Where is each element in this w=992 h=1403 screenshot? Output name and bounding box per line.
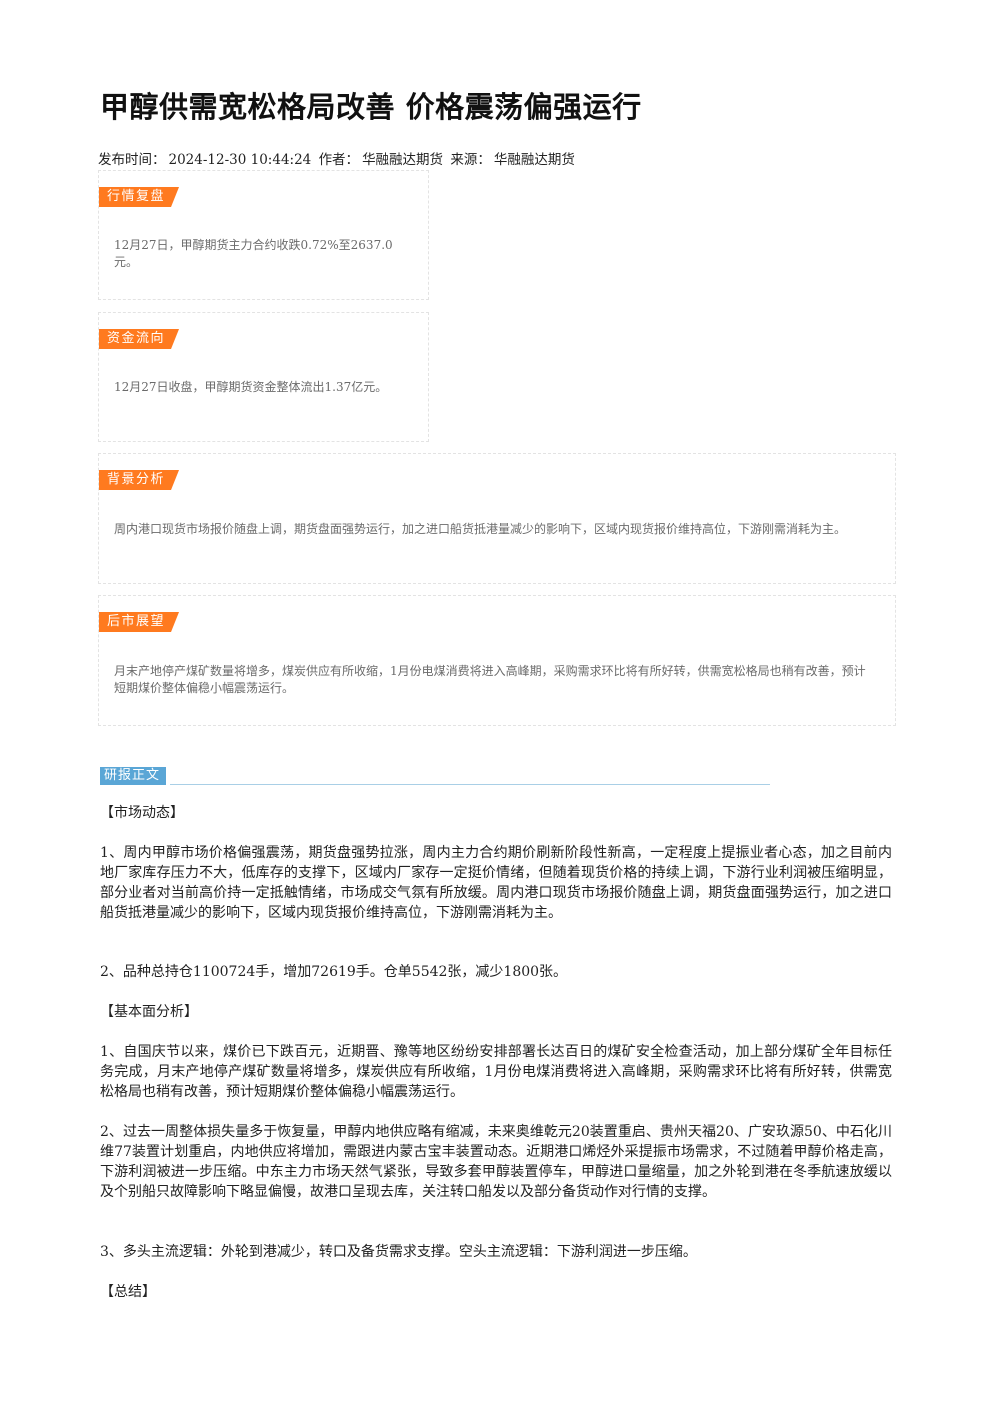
paragraph-market-1: 1、周内甲醇市场价格偏强震荡，期货盘强势拉涨，周内主力合约期价刷新阶段性新高，一… <box>100 845 892 921</box>
card-tag-background-analysis: 背景分析 <box>99 470 179 490</box>
source-label: 来源： <box>450 152 491 168</box>
card-tag-market-review: 行情复盘 <box>99 187 179 207</box>
source-name: 华融融达期货 <box>493 152 575 168</box>
card-market-review: 行情复盘 12月27日，甲醇期货主力合约收跌0.72%至2637.0元。 <box>98 170 429 300</box>
article-meta: 发布时间：2024-12-30 10:44:24 作者：华融融达期货 来源：华融… <box>98 148 578 168</box>
card-text-background-analysis: 周内港口现货市场报价随盘上调，期货盘面强势运行，加之进口船货抵港量减少的影响下，… <box>114 522 847 536</box>
paragraph-market-2: 2、品种总持仓1100724手，增加72619手。仓单5542张，减少1800张… <box>100 964 568 980</box>
card-text-market-review: 12月27日，甲醇期货主力合约收跌0.72%至2637.0元。 <box>114 238 393 269</box>
card-tag-fund-flow: 资金流向 <box>99 329 179 349</box>
card-text-fund-flow: 12月27日收盘，甲醇期货资金整体流出1.37亿元。 <box>114 380 388 394</box>
card-outlook: 后市展望 月末产地停产煤矿数量将增多，煤炭供应有所收缩，1月份电煤消费将进入高峰… <box>98 595 896 726</box>
report-section-tag: 研报正文 <box>100 767 167 785</box>
card-background-analysis: 背景分析 周内港口现货市场报价随盘上调，期货盘面强势运行，加之进口船货抵港量减少… <box>98 453 896 584</box>
author-name: 华融融达期货 <box>362 152 444 168</box>
heading-summary: 【总结】 <box>100 1284 156 1300</box>
card-text-outlook: 月末产地停产煤矿数量将增多，煤炭供应有所收缩，1月份电煤消费将进入高峰期，采购需… <box>114 664 866 695</box>
paragraph-fundamental-3: 3、多头主流逻辑：外轮到港减少，转口及备货需求支撑。空头主流逻辑：下游利润进一步… <box>100 1244 697 1260</box>
card-tag-outlook: 后市展望 <box>99 612 179 632</box>
heading-fundamental-analysis: 【基本面分析】 <box>100 1004 198 1020</box>
publish-label: 发布时间： <box>98 152 166 168</box>
paragraph-fundamental-1: 1、自国庆节以来，煤价已下跌百元，近期晋、豫等地区纷纷安排部署长达百日的煤矿安全… <box>100 1044 892 1100</box>
card-fund-flow: 资金流向 12月27日收盘，甲醇期货资金整体流出1.37亿元。 <box>98 312 429 442</box>
heading-market-dynamics: 【市场动态】 <box>100 805 184 821</box>
publish-time: 2024-12-30 10:44:24 <box>168 152 312 168</box>
paragraph-fundamental-2: 2、过去一周整体损失量多于恢复量，甲醇内地供应略有缩减，未来奥维乾元20装置重启… <box>100 1124 892 1200</box>
report-divider <box>170 784 770 785</box>
article-title: 甲醇供需宽松格局改善 价格震荡偏强运行 <box>100 90 642 124</box>
author-label: 作者： <box>318 152 360 168</box>
